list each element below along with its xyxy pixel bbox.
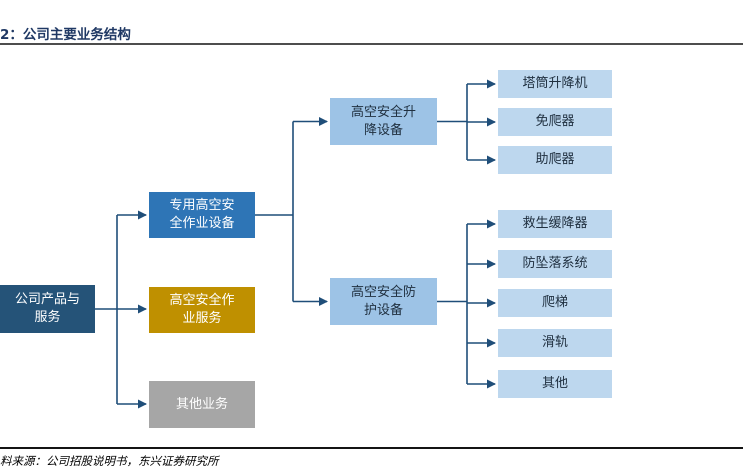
node-climb-free-device: 免爬器 (498, 108, 612, 136)
node-label: 其他业务 (175, 396, 228, 412)
node-descent-device: 救生缓降器 (498, 210, 612, 238)
branch-root-spine (95, 215, 118, 404)
node-slide-rail: 滑轨 (498, 329, 612, 357)
node-special-equipment: 专用高空安 全作业设备 (149, 192, 255, 238)
node-tower-lift: 塔筒升降机 (498, 70, 612, 98)
node-label: 高空安全作 业服务 (169, 293, 235, 326)
figure-title: 2：公司主要业务结构 (0, 27, 131, 43)
node-other-business: 其他业务 (149, 381, 255, 428)
node-label: 专用高空安 全作业设备 (169, 198, 235, 231)
node-label: 滑轨 (541, 335, 568, 350)
footer-divider (0, 447, 743, 449)
node-label: 爬梯 (541, 295, 568, 310)
title-divider (0, 43, 743, 45)
node-fall-arrest-system: 防坠落系统 (498, 250, 612, 278)
branch-lifting-spine (437, 84, 468, 160)
node-ladder: 爬梯 (498, 289, 612, 317)
node-label: 救生缓降器 (522, 216, 588, 231)
node-label: 塔筒升降机 (522, 76, 588, 91)
node-label: 其他 (541, 376, 568, 391)
node-lifting-equipment: 高空安全升 降设备 (330, 98, 437, 145)
node-label: 高空安全升 降设备 (350, 104, 416, 138)
branch-protection-spine (437, 224, 468, 384)
node-other-products: 其他 (498, 370, 612, 398)
branch-equipment-spine (255, 121, 294, 302)
node-label: 免爬器 (535, 114, 575, 129)
node-work-services: 高空安全作 业服务 (149, 287, 255, 333)
node-label: 助爬器 (535, 152, 575, 167)
source-note: 料来源：公司招股说明书，东兴证券研究所 (0, 454, 219, 468)
node-protection-equipment: 高空安全防 护设备 (330, 278, 437, 325)
node-label: 防坠落系统 (522, 256, 588, 271)
node-label: 高空安全防 护设备 (350, 284, 416, 318)
node-climb-assist-device: 助爬器 (498, 146, 612, 174)
node-products-services: 公司产品与 服务 (0, 285, 95, 333)
node-label: 公司产品与 服务 (14, 292, 80, 325)
